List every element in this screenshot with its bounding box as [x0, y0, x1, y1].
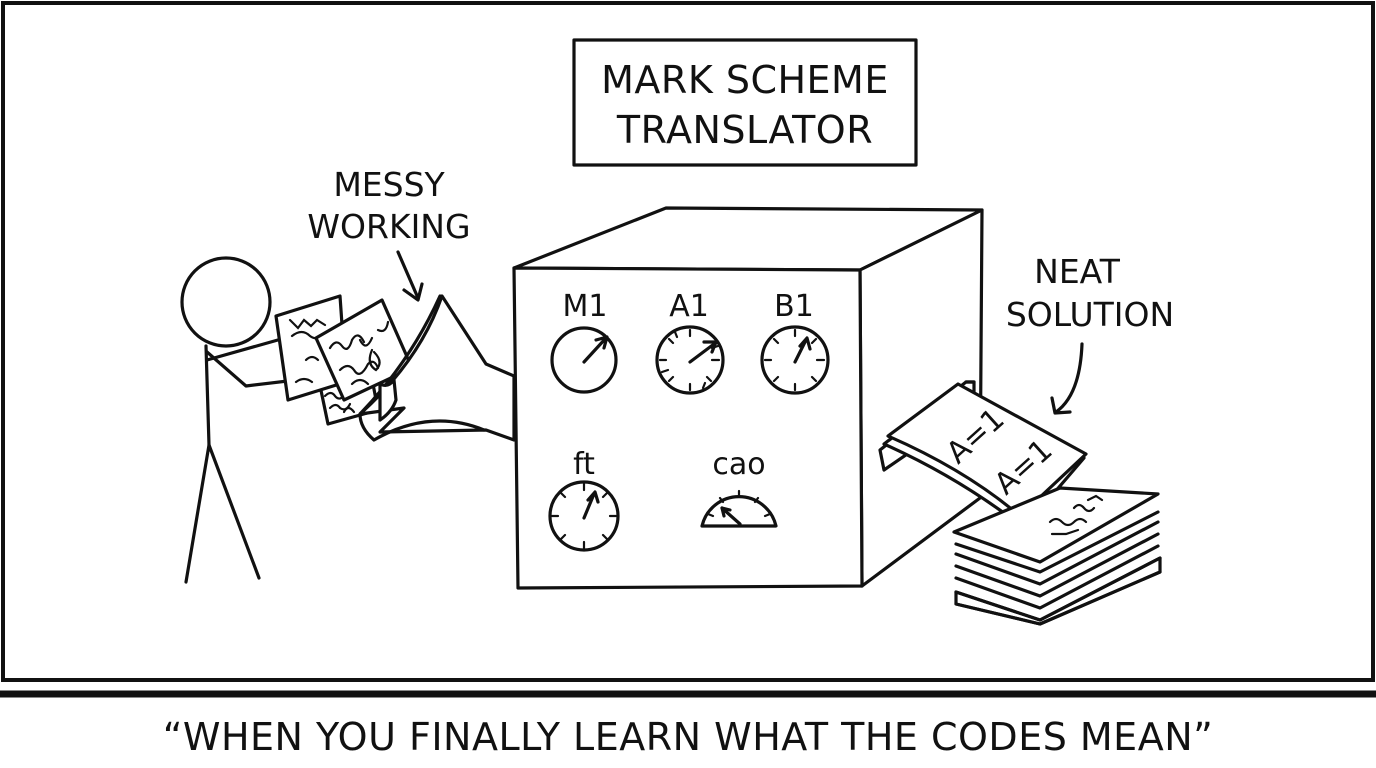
- messy-label-line-1: MESSY: [333, 165, 445, 204]
- dial-b1: [760, 325, 830, 395]
- dial-label-m1: M1: [563, 289, 608, 324]
- figure-head: [180, 256, 272, 348]
- title-line-2: TRANSLATOR: [616, 108, 873, 152]
- machine-front: [512, 266, 864, 590]
- neat-arrow: [1054, 342, 1084, 414]
- messy-arrow: [396, 250, 420, 300]
- dial-a1: [655, 325, 725, 395]
- title-sign: MARK SCHEME TRANSLATOR: [572, 38, 918, 167]
- dial-label-a1: A1: [669, 289, 709, 324]
- dial-m1: [550, 326, 618, 394]
- dial-label-b1: B1: [774, 289, 814, 324]
- dial-label-cao: cao: [712, 447, 765, 482]
- input-funnel: [358, 294, 516, 442]
- caption: “WHEN YOU FINALLY LEARN WHAT THE CODES M…: [163, 715, 1214, 759]
- panel-border: [1, 1, 1375, 682]
- stick-figure: [180, 256, 298, 584]
- messy-label-line-2: WORKING: [307, 207, 470, 246]
- neat-solution-label: NEAT SOLUTION: [1006, 252, 1174, 415]
- dial-ft: [548, 480, 620, 552]
- figure-body: [204, 344, 211, 447]
- paper-stack: [952, 486, 1162, 626]
- messy-working-label: MESSY WORKING: [307, 165, 471, 302]
- title-line-1: MARK SCHEME: [601, 58, 889, 102]
- dial-label-ft: ft: [573, 447, 595, 482]
- figure-arm-upper: [205, 350, 298, 388]
- figure-legs: [184, 443, 261, 584]
- neat-label-line-2: SOLUTION: [1006, 295, 1174, 334]
- translator-machine: M1 A1 B1 ft cao: [512, 206, 984, 590]
- neat-label-line-1: NEAT: [1034, 252, 1121, 291]
- messy-papers: [274, 294, 414, 426]
